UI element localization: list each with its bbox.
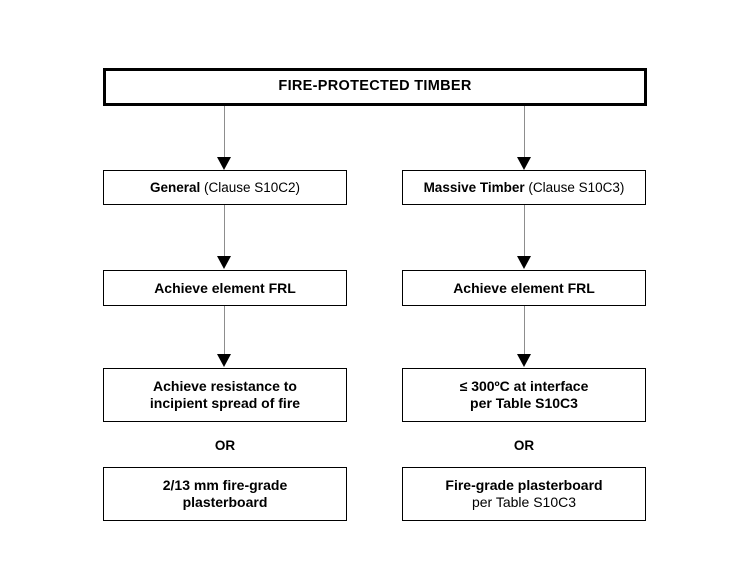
node-board-right-line2: per Table S10C3 [471,494,577,510]
node-massive-text: Massive Timber (Clause S10C3) [403,180,645,196]
node-general-clause: General (Clause S10C2) [103,170,347,205]
node-temperature-at-interface: ≤ 300ºC at interface per Table S10C3 [402,368,646,422]
arrow-head-icon [216,354,231,367]
arrow-head-icon [516,354,531,367]
node-board-left-text: 2/13 mm fire-grade plasterboard [104,477,346,510]
connector-line [524,306,526,355]
node-frl-right-label: Achieve element FRL [453,279,595,296]
node-temp-text: ≤ 300ºC at interface per Table S10C3 [403,378,645,411]
node-fire-protected-timber: FIRE-PROTECTED TIMBER [103,68,647,106]
connector-line [224,106,226,159]
node-fire-grade-plasterboard-right: Fire-grade plasterboard per Table S10C3 [402,467,646,521]
or-label-left: OR [214,438,236,453]
node-frl-left-label: Achieve element FRL [154,279,296,296]
node-frl-right-text: Achieve element FRL [403,280,645,297]
node-general-label-bold: General [149,179,201,195]
node-achieve-element-frl-right: Achieve element FRL [402,270,646,306]
arrow-head-icon [516,256,531,269]
node-general-text: General (Clause S10C2) [104,180,346,196]
or-label-right: OR [513,438,535,453]
node-massive-label-bold: Massive Timber [423,179,525,195]
node-root-label: FIRE-PROTECTED TIMBER [278,78,472,95]
node-temp-line1: ≤ 300ºC at interface [459,378,589,395]
node-root-text: FIRE-PROTECTED TIMBER [106,78,644,95]
arrow-head-icon [216,157,231,170]
node-fire-grade-plasterboard-left: 2/13 mm fire-grade plasterboard [103,467,347,521]
arrow-head-icon [216,256,231,269]
node-board-right-text: Fire-grade plasterboard per Table S10C3 [403,477,645,510]
node-incipient-line1: Achieve resistance to [153,378,297,395]
arrow-head-icon [516,157,531,170]
node-incipient-line2: incipient spread of fire [149,395,301,411]
node-incipient-spread-of-fire: Achieve resistance to incipient spread o… [103,368,347,422]
node-massive-label-clause: (Clause S10C3) [524,179,625,195]
node-incipient-text: Achieve resistance to incipient spread o… [104,378,346,411]
node-general-label-clause: (Clause S10C2) [200,179,301,195]
connector-line [524,106,526,159]
node-massive-timber-clause: Massive Timber (Clause S10C3) [402,170,646,205]
connector-line [224,306,226,355]
node-frl-left-text: Achieve element FRL [104,280,346,297]
node-board-left-line1: 2/13 mm fire-grade [162,477,288,494]
node-achieve-element-frl-left: Achieve element FRL [103,270,347,306]
node-board-left-line2: plasterboard [182,494,268,510]
node-temp-line2: per Table S10C3 [470,395,578,411]
connector-line [524,205,526,257]
connector-line [224,205,226,257]
node-board-right-line1: Fire-grade plasterboard [445,477,603,494]
